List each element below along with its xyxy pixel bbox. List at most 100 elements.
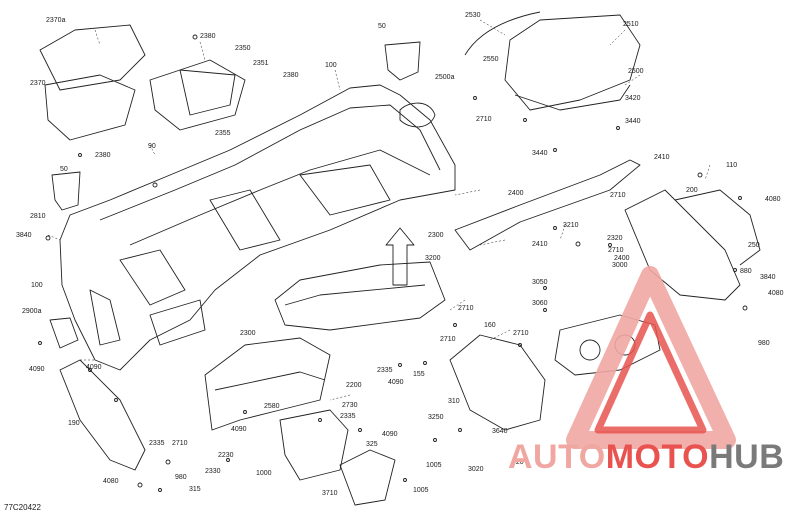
callout-label: 4090 xyxy=(388,379,404,386)
watermark-text-hub: HUB xyxy=(709,438,785,476)
callout-label: 2330 xyxy=(205,468,221,475)
callout-label: 1000 xyxy=(256,470,272,477)
steering-housing xyxy=(449,334,546,431)
upper-cover xyxy=(39,24,146,91)
callout-label: 2200 xyxy=(346,382,362,389)
callout-label: 2410 xyxy=(532,241,548,248)
cross-beam xyxy=(454,159,641,251)
callout-label: 2530 xyxy=(465,12,481,19)
callout-label: 250 xyxy=(748,242,760,249)
callout-label: 2900a xyxy=(22,308,42,315)
callout-label: 50 xyxy=(378,23,386,30)
callout-label: 3020 xyxy=(468,466,484,473)
callout-label: 4090 xyxy=(86,364,102,371)
callout-label: 3200 xyxy=(425,255,441,262)
speaker-bezel xyxy=(149,59,246,131)
front-arrow xyxy=(385,227,415,286)
dashboard-body xyxy=(59,84,456,371)
storage-bin xyxy=(44,74,136,141)
callout-label: 2710 xyxy=(610,192,626,199)
callout-label: 3840 xyxy=(16,232,32,239)
callout-label: 2230 xyxy=(218,452,234,459)
callout-label: 2370a xyxy=(46,17,66,24)
callout-label: 2400 xyxy=(614,255,630,262)
callout-label: 2710 xyxy=(172,440,188,447)
callout-label: 3840 xyxy=(760,274,776,281)
callout-label: 2351 xyxy=(253,60,269,67)
callout-label: 4080 xyxy=(103,478,119,485)
callout-label: 160 xyxy=(484,322,496,329)
callout-label: 100 xyxy=(325,62,337,69)
callout-label: 190 xyxy=(68,420,80,427)
callout-label: 2500a xyxy=(435,74,455,81)
watermark-text-auto: AUTO xyxy=(508,438,606,476)
callout-label: 2510 xyxy=(623,21,639,28)
callout-label: 2320 xyxy=(607,235,623,242)
callout-label: 1005 xyxy=(413,487,429,494)
callout-label: 2500 xyxy=(628,68,644,75)
callout-label: 2730 xyxy=(342,402,358,409)
callout-label: 2335 xyxy=(340,413,356,420)
callout-label: 90 xyxy=(148,143,156,150)
callout-label: 880 xyxy=(740,268,752,275)
callout-label: 980 xyxy=(758,340,770,347)
callout-label: 50 xyxy=(60,166,68,173)
callout-label: 3440 xyxy=(625,118,641,125)
left-lower-panel xyxy=(59,359,146,471)
callout-label: 2380 xyxy=(200,33,216,40)
callout-label: 920 xyxy=(512,459,524,466)
callout-label: 3640 xyxy=(492,428,508,435)
callout-label: 200 xyxy=(686,187,698,194)
watermark-text-moto: MOTO xyxy=(605,438,710,476)
callout-label: 4090 xyxy=(231,426,247,433)
top-console xyxy=(504,14,641,111)
callout-label: 2350 xyxy=(235,45,251,52)
callout-label: 2710 xyxy=(476,116,492,123)
callout-label: 325 xyxy=(366,441,378,448)
callout-label: 3250 xyxy=(428,414,444,421)
callout-label: 4090 xyxy=(29,366,45,373)
callout-label: 2355 xyxy=(215,130,231,137)
cup-holder xyxy=(384,41,421,81)
callout-label: 2810 xyxy=(30,213,46,220)
callout-label: 2550 xyxy=(483,56,499,63)
callout-label: 4080 xyxy=(765,196,781,203)
callout-label: 2300 xyxy=(240,330,256,337)
reference-code: 77C20422 xyxy=(4,503,41,512)
glovebox-upper xyxy=(274,261,446,331)
callout-label: 980 xyxy=(175,474,187,481)
callout-label: 310 xyxy=(448,398,460,405)
callout-label: 2710 xyxy=(458,305,474,312)
callout-label: 2335 xyxy=(377,367,393,374)
callout-label: 2710 xyxy=(513,330,529,337)
callout-label: 2710 xyxy=(608,247,624,254)
callout-label: 3210 xyxy=(563,222,579,229)
watermark-logo: AUTOMOTOHUB xyxy=(508,440,784,474)
callout-label: 3440 xyxy=(532,150,548,157)
callout-label: 3000 xyxy=(612,262,628,269)
callout-label: 2380 xyxy=(95,152,111,159)
callout-label: 2300 xyxy=(428,232,444,239)
lower-storage xyxy=(204,337,331,431)
callout-label: 2335 xyxy=(149,440,165,447)
callout-label: 3050 xyxy=(532,279,548,286)
callout-label: 1005 xyxy=(426,462,442,469)
callout-label: 3710 xyxy=(322,490,338,497)
callout-label: 100 xyxy=(31,282,43,289)
callout-label: 4080 xyxy=(768,290,784,297)
callout-label: 155 xyxy=(413,371,425,378)
callout-label: 2400 xyxy=(508,190,524,197)
callout-label: 315 xyxy=(189,486,201,493)
callout-label: 3420 xyxy=(625,95,641,102)
callout-label: 2370 xyxy=(30,80,46,87)
watermark-triangle xyxy=(566,266,736,449)
callout-label: 2380 xyxy=(283,72,299,79)
callout-label: 2710 xyxy=(440,336,456,343)
callout-label: 2410 xyxy=(654,154,670,161)
callout-label: 4090 xyxy=(382,431,398,438)
callout-label: 110 xyxy=(726,162,738,169)
callout-label: 3060 xyxy=(532,300,548,307)
callout-label: 2580 xyxy=(264,403,280,410)
